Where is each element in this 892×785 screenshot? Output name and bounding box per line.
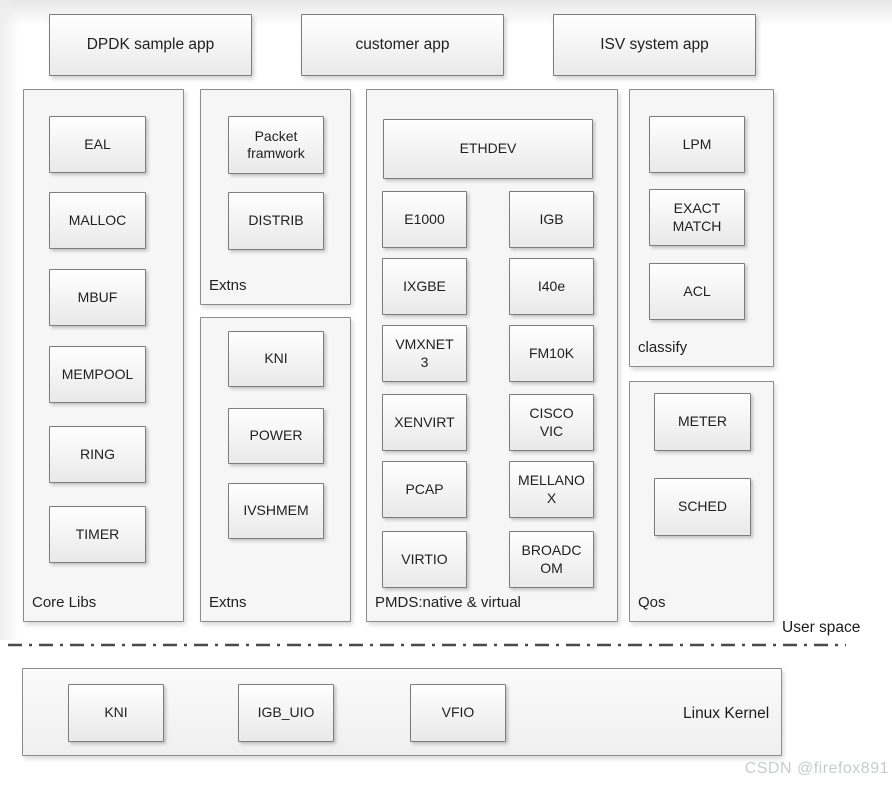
node-ivshmem: IVSHMEM bbox=[228, 483, 324, 539]
node-cisco-vic: CISCO VIC bbox=[509, 394, 594, 451]
panel-extns-lower: KNI POWER IVSHMEM Extns bbox=[200, 317, 351, 622]
node-exact-match: EXACT MATCH bbox=[649, 189, 745, 246]
node-ring: RING bbox=[49, 426, 146, 483]
node-mellanox: MELLANOX bbox=[509, 461, 594, 518]
node-i40e: I40e bbox=[509, 258, 594, 315]
panel-label-core-libs: Core Libs bbox=[32, 594, 97, 611]
node-acl: ACL bbox=[649, 263, 745, 320]
panel-label-extns-upper: Extns bbox=[209, 277, 247, 294]
node-igb: IGB bbox=[509, 191, 594, 248]
node-distrib: DISTRIB bbox=[228, 192, 324, 250]
node-kni: KNI bbox=[228, 331, 324, 387]
node-kernel-igb-uio: IGB_UIO bbox=[238, 684, 334, 742]
node-kernel-kni: KNI bbox=[68, 684, 164, 742]
linux-kernel-label: Linux Kernel bbox=[683, 705, 770, 722]
node-broadcom: BROADCOM bbox=[509, 531, 594, 588]
background-gradient-left bbox=[0, 0, 18, 640]
node-power: POWER bbox=[228, 408, 324, 464]
node-meter: METER bbox=[654, 393, 751, 451]
node-timer: TIMER bbox=[49, 506, 146, 563]
panel-label-qos: Qos bbox=[638, 594, 666, 611]
node-fm10k: FM10K bbox=[509, 325, 594, 382]
panel-linux-kernel: KNI IGB_UIO VFIO Linux Kernel bbox=[22, 668, 782, 756]
panel-label-extns-lower: Extns bbox=[209, 594, 247, 611]
app-box-isv-system: ISV system app bbox=[553, 14, 756, 76]
app-box-customer: customer app bbox=[301, 14, 504, 76]
node-e1000: E1000 bbox=[382, 191, 467, 248]
node-virtio: VIRTIO bbox=[382, 531, 467, 588]
node-lpm: LPM bbox=[649, 116, 745, 173]
user-space-label: User space bbox=[782, 619, 861, 636]
app-box-dpdk-sample: DPDK sample app bbox=[49, 14, 252, 76]
node-pcap: PCAP bbox=[382, 461, 467, 518]
node-mbuf: MBUF bbox=[49, 269, 146, 326]
node-eal: EAL bbox=[49, 116, 146, 173]
panel-classify: LPM EXACT MATCH ACL classify bbox=[629, 89, 774, 367]
csdn-watermark: CSDN @firefox891 bbox=[744, 760, 889, 777]
node-packet-framework: Packet framwork bbox=[228, 116, 324, 174]
node-kernel-vfio: VFIO bbox=[410, 684, 506, 742]
node-vmxnet3: VMXNET 3 bbox=[382, 325, 467, 382]
node-xenvirt: XENVIRT bbox=[382, 394, 467, 451]
node-ixgbe: IXGBE bbox=[382, 258, 467, 315]
panel-label-classify: classify bbox=[638, 339, 688, 356]
panel-pmds: ETHDEV E1000 IXGBE VMXNET 3 XENVIRT PCAP… bbox=[366, 89, 618, 622]
panel-qos: METER SCHED Qos bbox=[629, 381, 774, 622]
panel-core-libs: EAL MALLOC MBUF MEMPOOL RING TIMER Core … bbox=[23, 89, 184, 622]
node-mempool: MEMPOOL bbox=[49, 346, 146, 403]
panel-extns-upper: Packet framwork DISTRIB Extns bbox=[200, 89, 351, 305]
panel-label-pmds: PMDS:native & virtual bbox=[375, 594, 521, 611]
node-ethdev: ETHDEV bbox=[383, 119, 593, 179]
node-malloc: MALLOC bbox=[49, 192, 146, 249]
node-sched: SCHED bbox=[654, 478, 751, 536]
user-kernel-separator-line bbox=[6, 638, 848, 652]
